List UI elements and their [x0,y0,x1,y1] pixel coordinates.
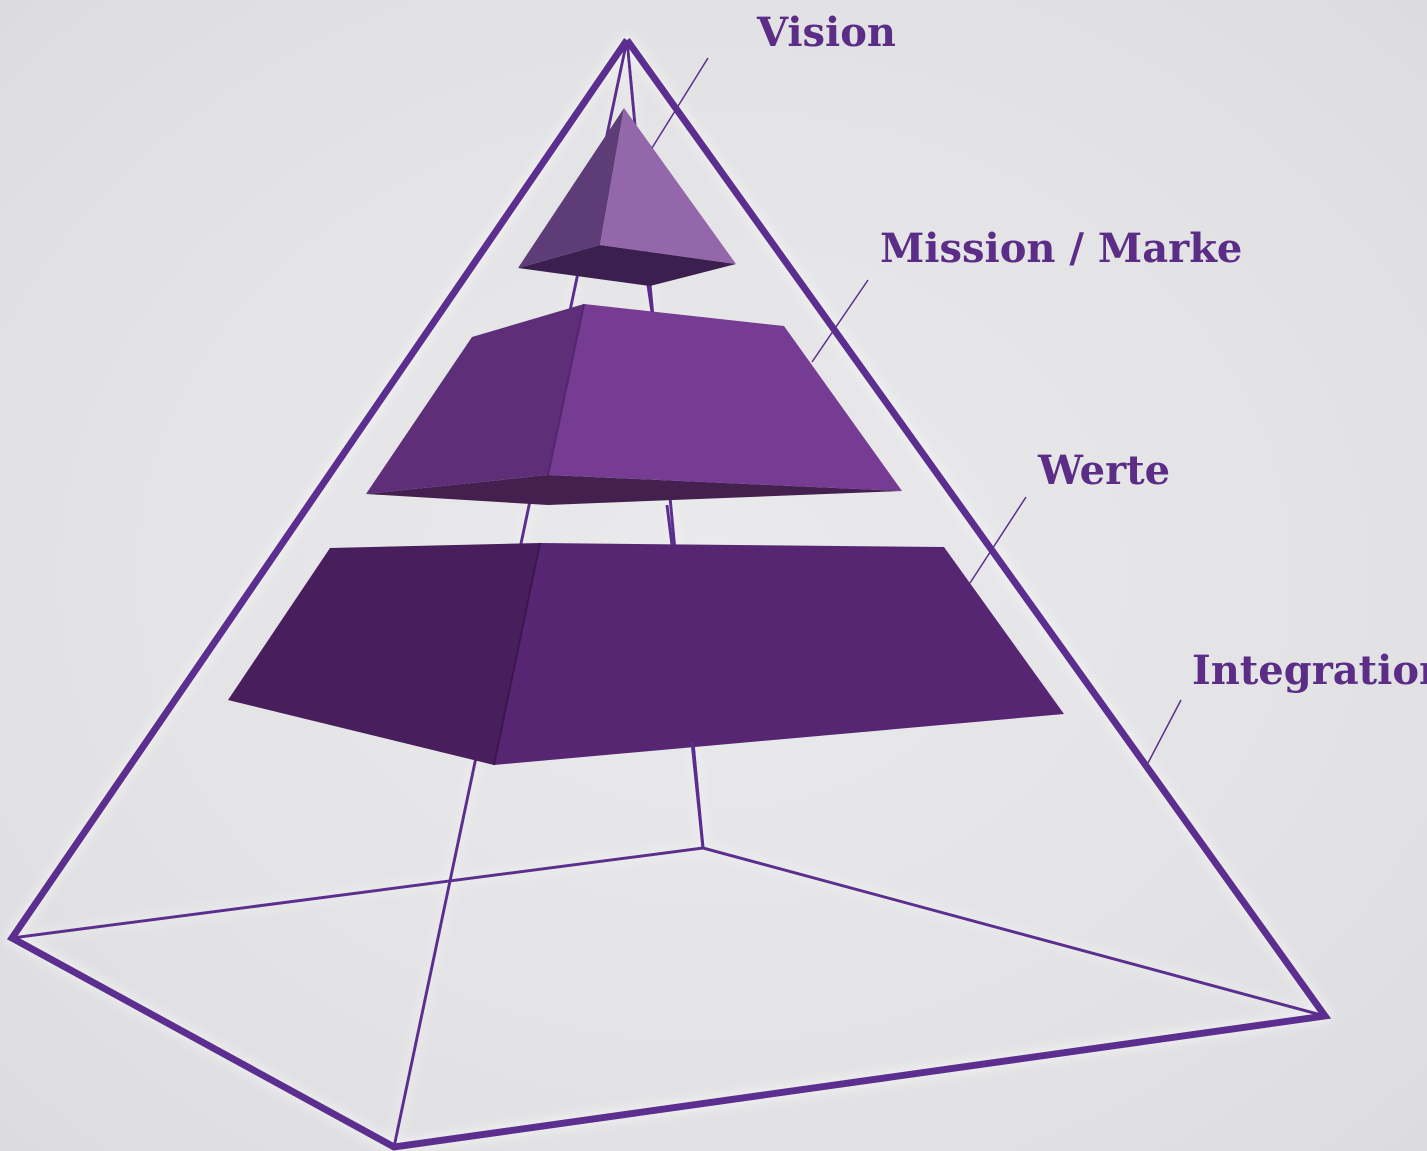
connector-werte-base [692,742,703,848]
werte-block [228,543,1064,765]
mission-block [366,304,902,505]
vision-front-face [600,108,736,264]
leader-integration [1148,700,1181,763]
mission-front-face [548,304,902,491]
leader-vision [652,58,708,148]
back-edge-right [703,848,1325,1016]
label-werte: Werte [1037,447,1170,494]
werte-side-face [228,543,540,765]
back-edge-left [12,848,703,938]
label-vision: Vision [756,9,896,56]
leader-mission [812,280,868,362]
label-integration: Integration [1192,647,1427,694]
label-mission: Mission / Marke [880,225,1242,272]
werte-front-face [494,543,1064,765]
vision-block [518,108,736,286]
leader-werte [970,497,1026,583]
